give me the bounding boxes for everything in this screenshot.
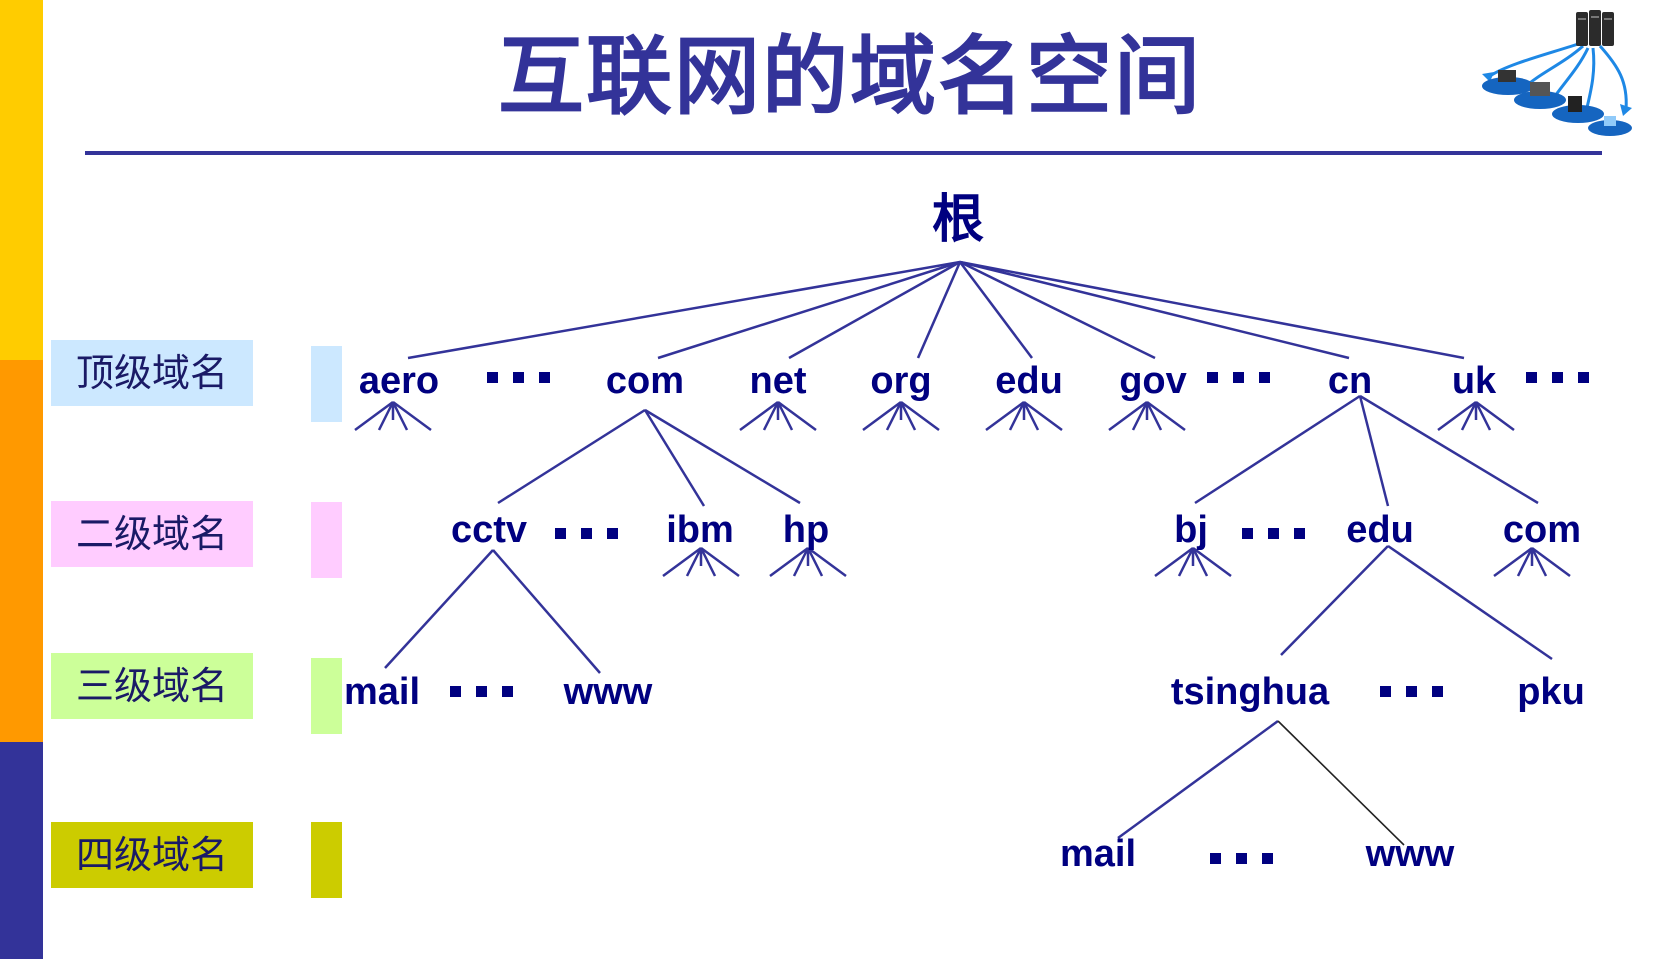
level-label-third: 三级域名	[51, 653, 253, 719]
fan-cn-com	[1493, 546, 1571, 578]
ellipsis-fourth-1	[1210, 853, 1273, 864]
fan-net	[739, 400, 817, 432]
sld-bj: bj	[1174, 509, 1208, 551]
level-swatch-third	[311, 658, 342, 734]
level-swatch-top	[311, 346, 342, 422]
slide-title: 互联网的域名空间	[498, 27, 1202, 127]
tld-cn: cn	[1328, 360, 1372, 402]
level-swatch-second	[311, 502, 342, 578]
fan-org	[862, 400, 940, 432]
title-divider	[85, 151, 1602, 155]
tld-aero: aero	[359, 360, 439, 402]
network-topology-icon	[1482, 10, 1632, 136]
tld-org: org	[870, 360, 931, 402]
tld-net: net	[750, 360, 807, 402]
third-tsinghua: tsinghua	[1171, 671, 1330, 713]
third-www: www	[563, 671, 653, 713]
tld-com: com	[606, 360, 684, 402]
fan-marks	[354, 400, 1571, 578]
level-label-second: 二级域名	[51, 501, 253, 567]
fan-hp	[769, 546, 847, 578]
ellipsis-top-3	[1526, 372, 1589, 383]
fan-uk	[1437, 400, 1515, 432]
ellipsis-top-1	[487, 372, 550, 383]
level-swatch-fourth	[311, 822, 342, 898]
tld-edu: edu	[995, 360, 1063, 402]
fan-gov	[1108, 400, 1186, 432]
cn-edges	[1194, 394, 1539, 507]
sld-com: com	[1503, 509, 1581, 551]
fan-bj	[1154, 546, 1232, 578]
tsinghua-edges	[1117, 719, 1405, 846]
sidebar-accent-yellow	[0, 0, 43, 360]
sld-edu: edu	[1346, 509, 1414, 551]
cctv-edges	[384, 549, 601, 674]
sld-cctv: cctv	[451, 509, 527, 551]
fourth-mail: mail	[1060, 833, 1136, 875]
root-edges	[407, 260, 1465, 360]
fan-edu	[985, 400, 1063, 432]
third-pku: pku	[1517, 671, 1585, 713]
fan-aero	[354, 400, 432, 432]
third-mail: mail	[344, 671, 420, 713]
level-label-fourth: 四级域名	[51, 822, 253, 888]
com-edges	[497, 408, 801, 507]
root-node: 根	[932, 190, 984, 250]
level-label-top: 顶级域名	[51, 340, 253, 406]
tld-gov: gov	[1119, 360, 1187, 402]
sidebar-accent-navy	[0, 742, 43, 959]
fourth-www: www	[1365, 833, 1455, 875]
ellipsis-marks	[450, 372, 1589, 864]
ellipsis-second-2	[1242, 528, 1305, 539]
sidebar-accent-orange	[0, 360, 43, 742]
cn-edu-edges	[1280, 544, 1553, 661]
ellipsis-second-1	[555, 528, 618, 539]
sld-ibm: ibm	[666, 509, 734, 551]
ellipsis-third-2	[1380, 686, 1443, 697]
ellipsis-third-1	[450, 686, 513, 697]
ellipsis-top-2	[1207, 372, 1270, 383]
sld-hp: hp	[783, 509, 829, 551]
fan-ibm	[662, 546, 740, 578]
tld-uk: uk	[1452, 360, 1497, 402]
